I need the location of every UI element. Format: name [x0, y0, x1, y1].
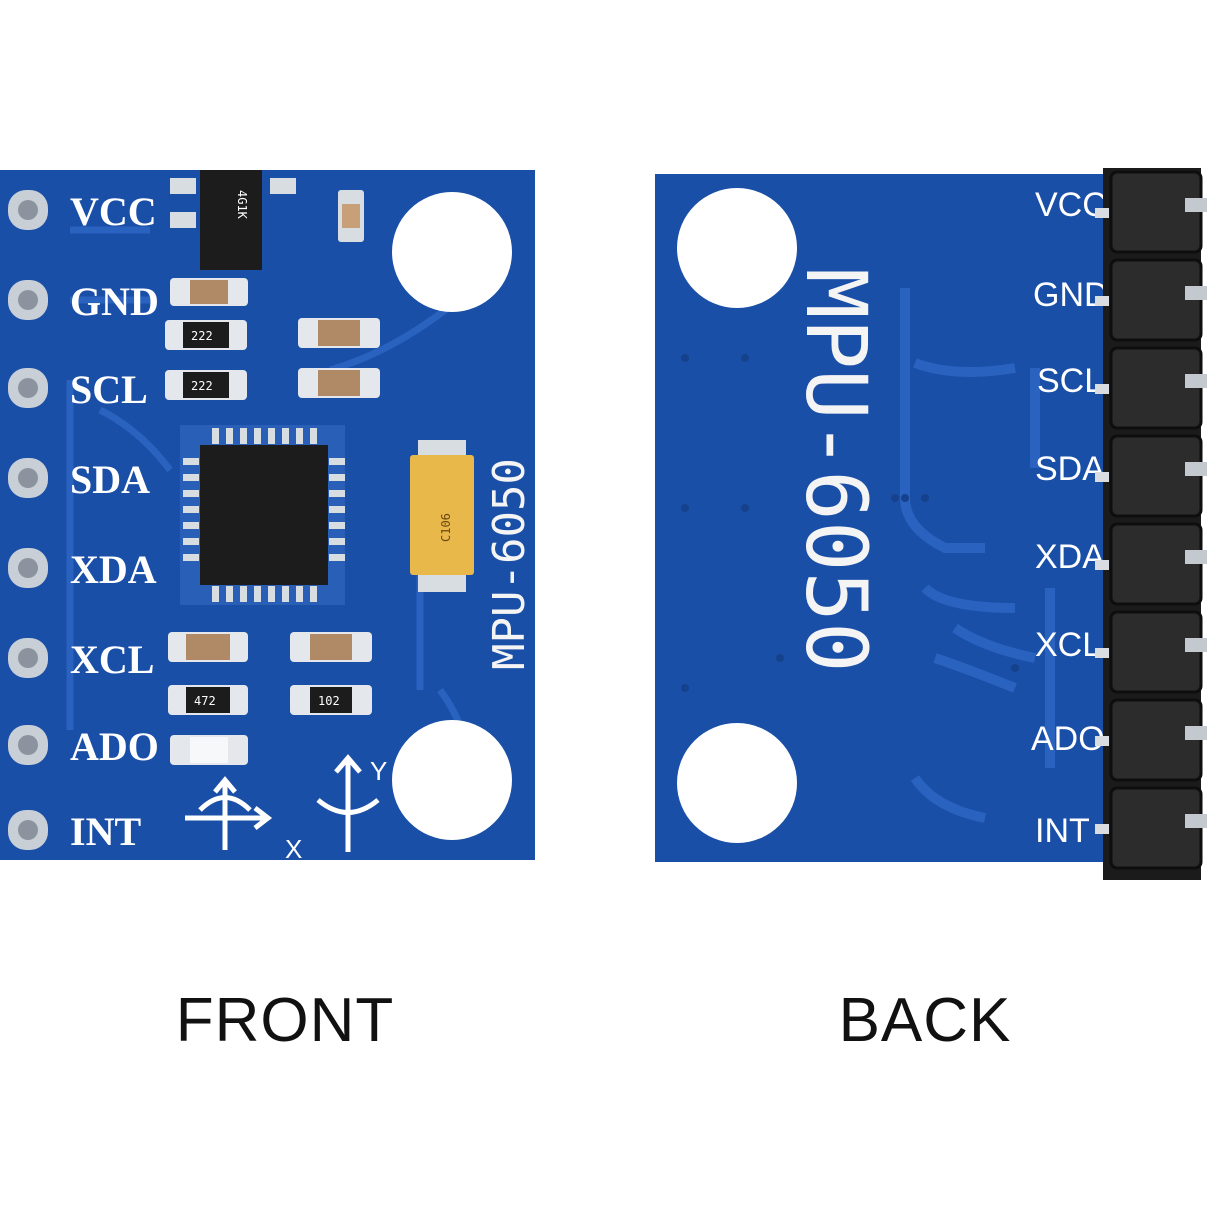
front-pin-label-ado: ADO [70, 724, 159, 769]
front-pin-label-xda: XDA [70, 547, 157, 592]
svg-text:222: 222 [191, 379, 213, 393]
svg-text:C106: C106 [439, 513, 453, 542]
front-resistor-102: 102 [290, 685, 372, 715]
back-caption: BACK [838, 986, 1012, 1055]
front-axis-symbols [185, 754, 380, 852]
front-mount-hole-bottom [392, 720, 512, 840]
front-resistor-222-b: 222 [165, 370, 247, 400]
regulator-marking: 4G1K [235, 190, 249, 220]
back-traces [900, 288, 1055, 823]
svg-text:102: 102 [318, 694, 340, 708]
front-pcb-image: VCC GND SCL SDA XDA XCL ADO INT 4G1K 222… [0, 170, 535, 864]
back-pin-label-vcc: VCC [1035, 186, 1107, 224]
front-pin-pads [8, 190, 48, 850]
front-mpu-chip [180, 425, 345, 605]
front-tantalum-capacitor: C106 [410, 440, 474, 592]
back-mount-hole-top [677, 188, 797, 308]
back-board: MPU-6050 VCC GND SCL SDA XDA XCL ADO INT [655, 168, 1214, 880]
front-pin-label-scl: SCL [70, 367, 148, 412]
back-pin-label-int: INT [1035, 812, 1090, 850]
front-smd-row-1 [170, 278, 248, 306]
back-pin-label-xda: XDA [1035, 538, 1105, 576]
front-resistor-472: 472 [168, 685, 248, 715]
front-pin-label-gnd: GND [70, 279, 159, 324]
back-board-label: MPU-6050 [787, 268, 885, 673]
back-pin-label-ado: ADO [1031, 720, 1105, 758]
back-pin-header [1095, 168, 1207, 880]
front-smd-cap-d [290, 632, 372, 662]
front-smd-cap-b [298, 368, 380, 398]
front-board-label: MPU-6050 [484, 458, 535, 670]
front-pin-label-sda: SDA [70, 457, 150, 502]
front-caption: FRONT [175, 986, 395, 1055]
front-led [170, 735, 248, 765]
front-pin-label-vcc: VCC [70, 189, 157, 234]
back-pin-label-gnd: GND [1033, 276, 1109, 314]
front-mount-hole-top [392, 192, 512, 312]
svg-text:472: 472 [194, 694, 216, 708]
back-pin-label-scl: SCL [1037, 362, 1103, 400]
front-voltage-regulator: 4G1K [170, 170, 296, 270]
back-mount-hole-bottom [677, 723, 797, 843]
back-pin-label-sda: SDA [1035, 450, 1105, 488]
back-pin-label-xcl: XCL [1035, 626, 1101, 664]
front-pin-label-xcl: XCL [70, 637, 154, 682]
front-board: VCC GND SCL SDA XDA XCL ADO INT 4G1K 222… [0, 170, 545, 865]
svg-text:222: 222 [191, 329, 213, 343]
back-vias [681, 354, 1019, 692]
front-resistor-222-a: 222 [165, 320, 247, 350]
front-axis-label-y: Y [370, 756, 387, 786]
front-pin-label-int: INT [70, 809, 141, 854]
front-traces [66, 226, 474, 781]
front-smd-cap-c [168, 632, 248, 662]
front-smd-cap-a [298, 318, 380, 348]
back-pcb-image: MPU-6050 VCC GND SCL SDA XDA XCL ADO INT [655, 168, 1207, 880]
front-axis-label-x: X [285, 834, 302, 864]
